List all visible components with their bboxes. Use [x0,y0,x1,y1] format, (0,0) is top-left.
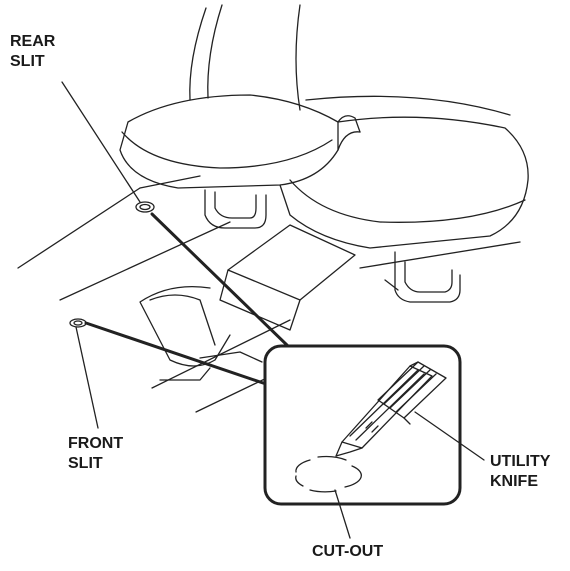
cut-out-label: CUT-OUT [312,543,384,560]
seat-bracket-front [204,189,267,229]
rear-slit-pointer [150,212,292,350]
seat-cushion [119,94,529,249]
front-slit [69,318,87,328]
utility-knife-icon [335,361,447,457]
rear-slit-inner [139,203,151,211]
rear-slit [135,201,155,213]
rear-slit-leader [61,81,141,203]
utility-knife-leader [414,411,485,461]
cut-out-leader [334,489,351,539]
floor-outline [17,175,521,413]
front-slit-inner [73,320,83,326]
front-slit-leader [75,326,99,429]
front-slit-label: FRONT SLIT [68,435,124,472]
utility-knife-label: UTILITY KNIFE [490,453,551,490]
seat-bracket-rear [384,251,461,303]
rear-slit-label: REAR SLIT [10,33,56,70]
seat-back [189,4,511,116]
cut-out-outline [295,455,362,493]
front-slit-pointer [84,321,268,386]
